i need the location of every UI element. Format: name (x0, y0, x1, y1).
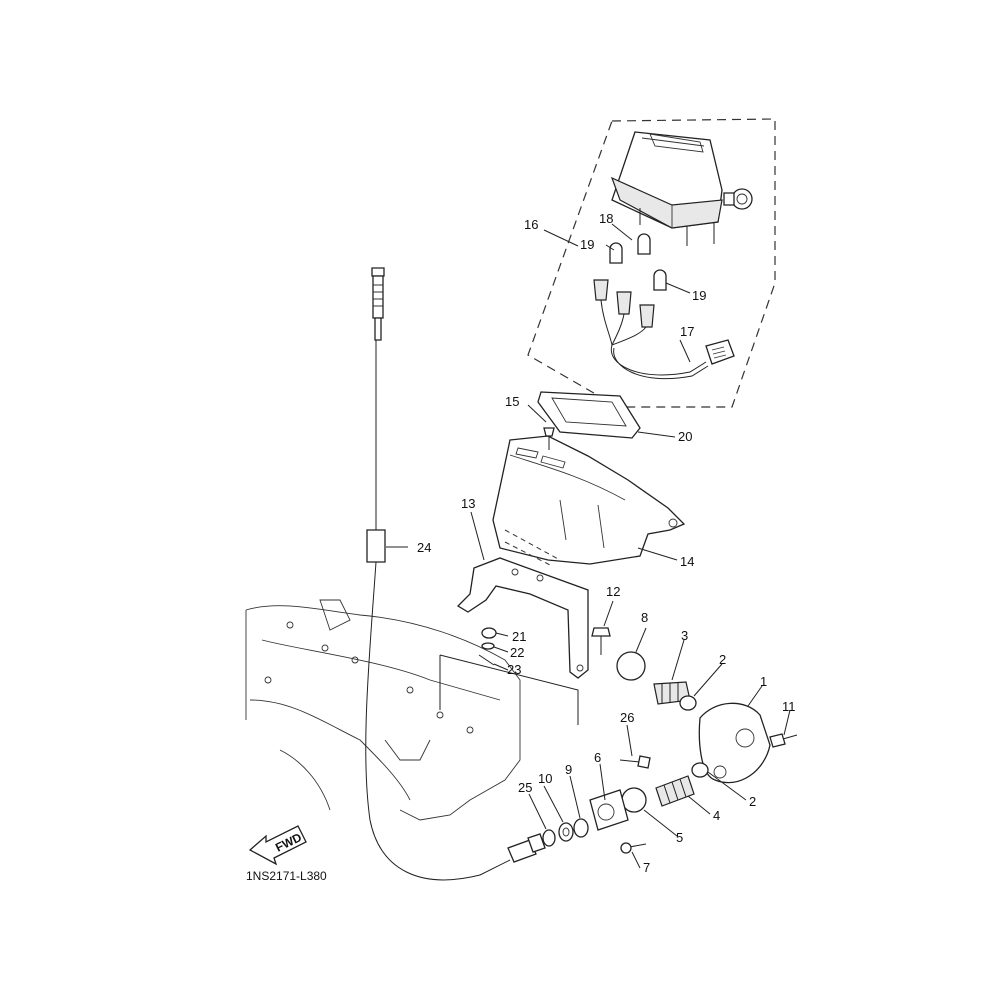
callout-24: 24 (417, 540, 431, 555)
oring-8 (616, 651, 646, 681)
meter-housing-14 (492, 435, 686, 566)
callout-22: 22 (510, 645, 524, 660)
callout-17: 17 (680, 324, 694, 339)
grommet-21 (481, 627, 497, 639)
callout-4: 4 (713, 808, 720, 823)
callout-6: 6 (594, 750, 601, 765)
bulb-sockets (593, 279, 655, 328)
fwd-arrow: FWD (248, 825, 307, 866)
callout-15: 15 (505, 394, 519, 409)
speedometer-cable-24 (365, 267, 546, 881)
screw-26 (619, 755, 651, 769)
reference-line (439, 654, 579, 725)
clip-23 (478, 654, 495, 666)
screw-7 (620, 842, 647, 854)
leader-lines (386, 223, 791, 869)
wire-harness (600, 299, 735, 380)
washer-9 (573, 818, 589, 838)
bulb-19-right (653, 269, 667, 291)
callout-10: 10 (538, 771, 552, 786)
callout-26: 26 (620, 710, 634, 725)
bolt-12 (591, 627, 611, 655)
callout-5: 5 (676, 830, 683, 845)
meter-cover-20 (537, 391, 641, 439)
callout-1: 1 (760, 674, 767, 689)
meter-assembly-boundary (527, 118, 776, 408)
bolt-11 (769, 733, 798, 748)
oring-5 (621, 787, 647, 813)
bulb-18 (637, 233, 651, 255)
callout-2-lower: 2 (749, 794, 756, 809)
bulb-19-left (609, 242, 623, 264)
callout-21: 21 (512, 629, 526, 644)
washer-22 (481, 642, 495, 650)
bracket-13 (456, 557, 589, 679)
frame (245, 599, 521, 821)
callout-18: 18 (599, 211, 613, 226)
callout-16: 16 (524, 217, 538, 232)
callout-12: 12 (606, 584, 620, 599)
callout-13: 13 (461, 496, 475, 511)
callout-14: 14 (680, 554, 694, 569)
gear-4 (655, 775, 695, 807)
callout-2-upper: 2 (719, 652, 726, 667)
callout-20: 20 (678, 429, 692, 444)
callout-7: 7 (643, 860, 650, 875)
screw-15 (543, 427, 555, 450)
oring-25 (542, 829, 556, 847)
callout-19-right: 19 (692, 288, 706, 303)
seal-10 (558, 822, 574, 842)
callout-23: 23 (507, 662, 521, 677)
callout-11: 11 (782, 699, 796, 714)
callout-9: 9 (565, 762, 572, 777)
drive-6 (589, 789, 629, 831)
gear-housing-1 (698, 702, 771, 784)
callout-19-left: 19 (580, 237, 594, 252)
bushing-2-lower (691, 762, 709, 778)
meter-unit (610, 131, 753, 246)
callout-8: 8 (641, 610, 648, 625)
callout-3: 3 (681, 628, 688, 643)
bushing-2-upper (679, 695, 697, 711)
callout-25: 25 (518, 780, 532, 795)
drawing-code: 1NS2171-L380 (246, 869, 327, 883)
